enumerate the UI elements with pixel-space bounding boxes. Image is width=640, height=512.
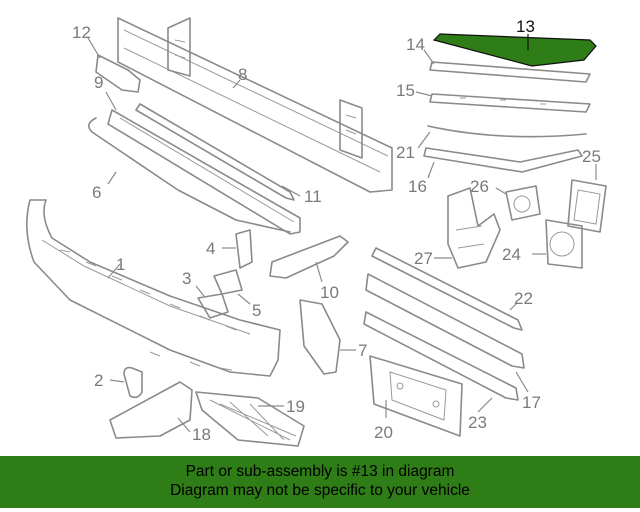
part-24-radar [532,219,583,269]
part-17-molding [363,273,529,401]
part-23-lower-strip [477,397,493,413]
part-3-bracket [195,285,229,319]
callout-8: 8 [238,65,247,84]
parts-diagram: 8 12 9 11 6 1 4 10 [26,17,607,447]
banner-line-2: Diagram may not be specific to your vehi… [170,482,470,499]
callout-15: 15 [396,81,415,100]
part-21-strip [417,125,587,149]
callout-19: 19 [286,397,305,416]
callout-6: 6 [92,183,101,202]
callout-21: 21 [396,143,415,162]
callout-5: 5 [252,301,261,320]
banner-line-1: Part or sub-assembly is #13 in diagram [185,463,455,480]
part-13-trim-strip [432,33,597,67]
part-15-molding [415,91,591,113]
part-25-module [567,164,607,233]
part-16-molding [423,147,583,179]
callout-4: 4 [206,239,215,258]
callout-23: 23 [468,413,487,432]
part-22-strip [371,247,523,331]
info-banner: Part or sub-assembly is #13 in diagram D… [0,456,640,508]
part-9-absorber [105,91,301,235]
part-6-seal [88,117,291,233]
callout-14: 14 [406,35,425,54]
callout-24: 24 [502,245,521,264]
callout-20: 20 [374,423,393,442]
callout-27: 27 [414,249,433,268]
part-19-grille [195,391,305,447]
callout-25: 25 [582,147,601,166]
part-20-plate-bracket [369,355,463,437]
part-8-reinforcement [117,17,393,193]
callout-10: 10 [320,283,339,302]
part-1-bumper-cover [26,199,281,377]
part-27-bracket [434,187,501,269]
part-14-molding [423,49,591,83]
callout-17: 17 [522,393,541,412]
callout-22: 22 [514,289,533,308]
part-5-bracket [213,269,251,305]
callout-11: 11 [304,187,322,206]
part-7-side-guide [299,299,356,375]
callout-26: 26 [470,177,489,196]
callout-7: 7 [358,341,367,360]
part-11-strip [135,103,301,201]
callout-13: 13 [516,17,535,36]
part-2-fog-cover [109,366,143,399]
callout-3: 3 [182,269,191,288]
part-18-air-duct [109,381,193,439]
part-26-sensor [495,185,541,221]
callout-9: 9 [94,73,103,92]
part-10-side-bracket [269,235,349,283]
callout-12: 12 [72,23,91,42]
part-4-bracket [222,229,253,269]
callout-2: 2 [94,371,103,390]
callout-1: 1 [116,255,125,274]
callout-16: 16 [408,177,427,196]
part-12-bracket [87,37,141,93]
callout-18: 18 [192,425,211,444]
